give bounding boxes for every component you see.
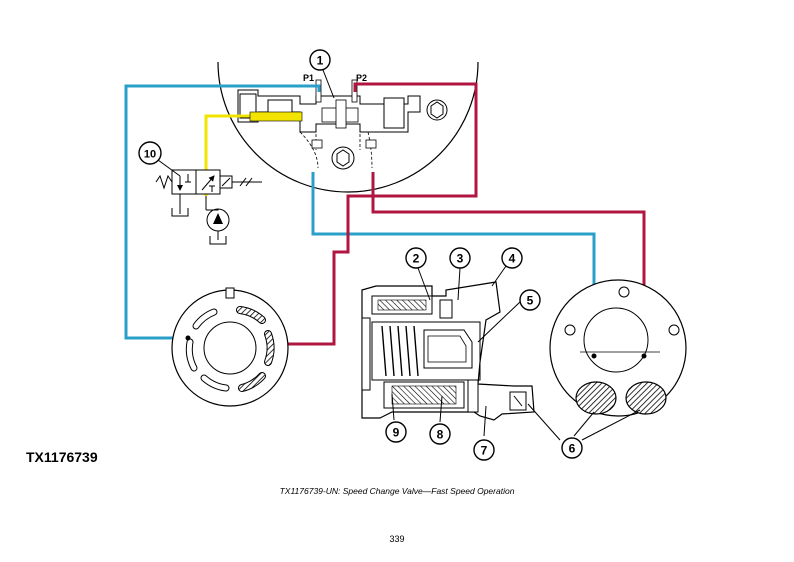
svg-text:7: 7 bbox=[481, 444, 488, 458]
callout-6: 6 bbox=[561, 437, 583, 459]
callout-10: 10 bbox=[138, 141, 162, 165]
svg-text:8: 8 bbox=[437, 428, 444, 442]
svg-text:9: 9 bbox=[393, 426, 400, 440]
svg-text:10: 10 bbox=[144, 149, 156, 161]
callout-4: 4 bbox=[501, 247, 523, 269]
svg-text:2: 2 bbox=[413, 252, 420, 266]
pilot-line-yellow bbox=[204, 111, 303, 196]
svg-text:6: 6 bbox=[569, 442, 576, 456]
leader-lines bbox=[157, 69, 641, 441]
figure-caption: TX1176739-UN: Speed Change Valve—Fast Sp… bbox=[279, 486, 515, 496]
callout-8: 8 bbox=[429, 423, 451, 445]
callout-9: 9 bbox=[385, 421, 407, 443]
figure-id: TX1176739 bbox=[26, 449, 98, 465]
svg-text:5: 5 bbox=[527, 294, 534, 308]
svg-text:1: 1 bbox=[317, 54, 324, 68]
svg-text:3: 3 bbox=[457, 252, 464, 266]
page-number: 339 bbox=[389, 534, 405, 544]
port-label-p1: P1 bbox=[303, 73, 314, 83]
solenoid-valve-symbol bbox=[155, 169, 262, 245]
port-label-p2: P2 bbox=[356, 73, 367, 83]
callout-2: 2 bbox=[405, 247, 427, 269]
right-valve-plate bbox=[549, 279, 687, 417]
callout-7: 7 bbox=[473, 439, 495, 461]
motor-cross-section bbox=[361, 281, 535, 421]
valve-housing bbox=[217, 61, 479, 193]
callout-5: 5 bbox=[519, 289, 541, 311]
callout-3: 3 bbox=[449, 247, 471, 269]
svg-text:4: 4 bbox=[509, 252, 516, 266]
left-valve-plate bbox=[171, 287, 289, 407]
callout-1: 1 bbox=[309, 49, 331, 71]
